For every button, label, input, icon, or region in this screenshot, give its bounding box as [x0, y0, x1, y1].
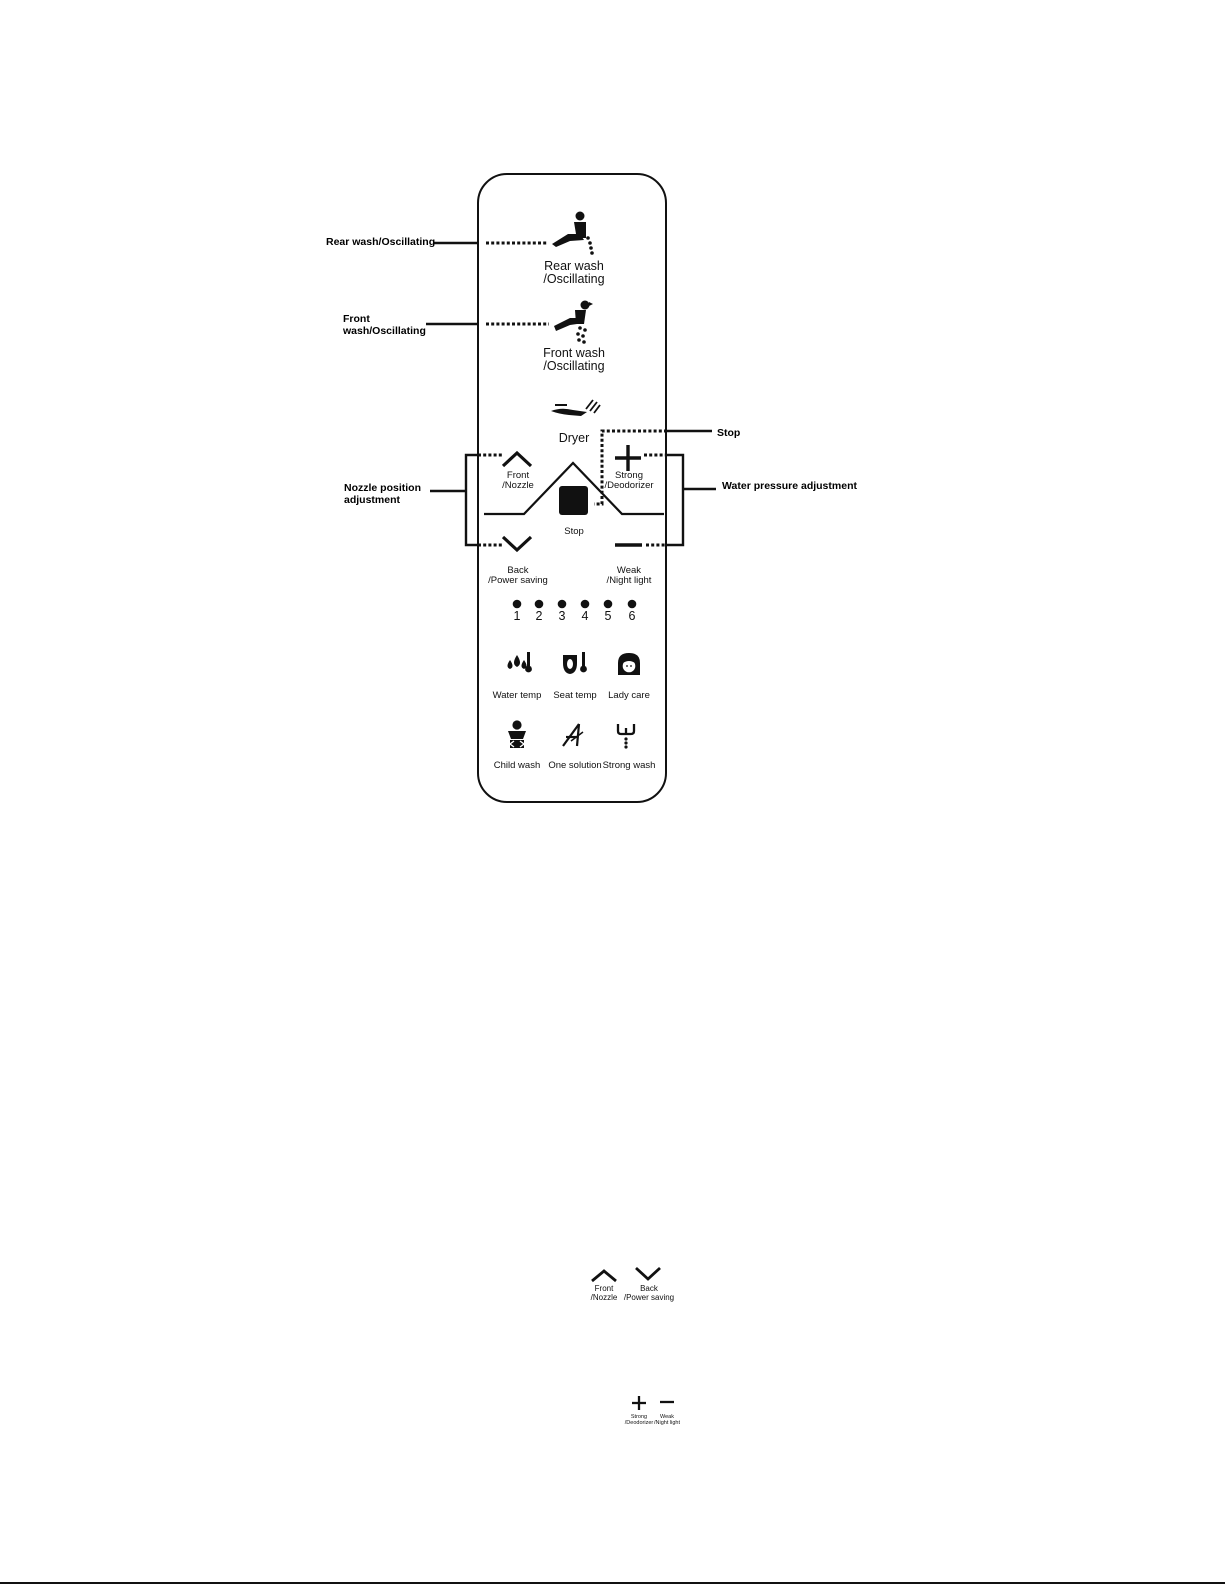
detail-front-label-2: /Nozzle	[590, 1293, 618, 1302]
stop-house-divider	[484, 461, 664, 516]
level-dots	[512, 599, 637, 609]
front-wash-button[interactable]: Front wash /Oscillating	[543, 347, 605, 373]
level-1: 1	[513, 609, 521, 623]
callout-front-line2: wash/Oscillating	[343, 325, 426, 337]
lady-care-icon	[618, 653, 640, 675]
remote-panel	[477, 173, 667, 803]
rear-wash-label-2: /Oscillating	[543, 272, 605, 286]
callout-rear-wash: Rear wash/Oscillating	[326, 236, 436, 248]
stop-callout-dots	[594, 429, 667, 506]
detail-back-label-1: Back	[640, 1284, 658, 1293]
one-solution-icon	[562, 723, 584, 747]
detail-back-label-2: /Power saving	[623, 1293, 675, 1302]
callout-nozzle-line2: adjustment	[344, 494, 401, 506]
level-3: 3	[558, 609, 566, 623]
strong-wash-button[interactable]: Strong wash	[602, 760, 656, 771]
detail-strong-deodorizer: Strong /Deodorizer	[625, 1414, 653, 1426]
detail-pressure-icons	[632, 1396, 674, 1410]
rear-wash-button[interactable]: Rear wash /Oscillating	[543, 260, 604, 286]
strong-deodorizer-button[interactable]: Strong /Deodorizer	[604, 471, 653, 491]
detail-weak-label-1: Weak	[660, 1414, 674, 1420]
stop-square-icon	[559, 486, 588, 515]
back-label-1: Back	[507, 565, 529, 576]
detail-front-label-1: Front	[594, 1284, 614, 1293]
weak-label-2: /Night light	[606, 575, 652, 586]
level-5: 5	[604, 609, 612, 623]
detail-front-nozzle: Front /Nozzle	[591, 1284, 618, 1302]
dryer-button[interactable]: Dryer	[558, 431, 590, 445]
front-nozzle-label-2: /Nozzle	[502, 480, 534, 491]
water-temp-icon	[507, 652, 532, 673]
detail-weak-night-light: Weak /Night light	[654, 1414, 680, 1426]
chevron-down-icon	[501, 535, 533, 553]
front-wash-label-2: /Oscillating	[543, 359, 605, 373]
pressure-bracket	[666, 453, 685, 547]
one-solution-button[interactable]: One solution	[548, 760, 602, 771]
seat-temp-button[interactable]: Seat temp	[553, 690, 597, 701]
rear-wash-label-1: Rear wash	[544, 259, 604, 273]
callout-nozzle: Nozzle position adjustment	[344, 482, 421, 506]
lady-care-button[interactable]: Lady care	[608, 690, 650, 701]
callout-front-line1: Front	[343, 313, 370, 325]
callout-water-pressure: Water pressure adjustment	[722, 480, 857, 492]
child-wash-icon	[508, 720, 526, 748]
weak-label-1: Weak	[616, 565, 642, 576]
front-nozzle-label-1: Front	[506, 470, 530, 481]
front-wash-label-1: Front wash	[543, 346, 605, 360]
front-wash-icon	[554, 300, 593, 344]
level-6: 6	[628, 609, 636, 623]
callout-nozzle-line1: Nozzle position	[344, 482, 421, 494]
level-4: 4	[581, 609, 589, 623]
seat-temp-icon	[563, 652, 587, 674]
rear-wash-icon	[552, 211, 594, 255]
chevron-up-icon	[501, 450, 533, 468]
callout-stop: Stop	[717, 427, 741, 439]
detail-strong-label-2: /Deodorizer	[624, 1420, 654, 1426]
nozzle-bracket	[464, 453, 478, 547]
water-temp-button[interactable]: Water temp	[492, 690, 542, 701]
detail-strong-label-1: Strong	[630, 1414, 648, 1420]
strong-label-1: Strong	[614, 470, 643, 481]
child-wash-button[interactable]: Child wash	[493, 760, 541, 771]
page-bottom-rule	[0, 1582, 1225, 1584]
stop-button[interactable]: Stop	[564, 526, 584, 537]
front-nozzle-button[interactable]: Front /Nozzle	[502, 471, 534, 491]
strong-wash-icon	[616, 724, 636, 749]
weak-night-light-button[interactable]: Weak /Night light	[607, 566, 652, 586]
detail-nozzle-icons	[591, 1266, 661, 1283]
strong-label-2: /Deodorizer	[604, 480, 654, 491]
back-label-2: /Power saving	[488, 575, 548, 586]
detail-back-power-saving: Back /Power saving	[624, 1284, 674, 1302]
detail-weak-label-2: /Night light	[654, 1420, 680, 1426]
detail-chevron-up-icon	[591, 1269, 617, 1283]
callout-front-wash: Front wash/Oscillating	[343, 313, 426, 337]
back-power-saving-button[interactable]: Back /Power saving	[488, 566, 548, 586]
detail-chevron-down-icon	[635, 1266, 661, 1281]
dryer-icon	[551, 399, 601, 416]
level-2: 2	[535, 609, 543, 623]
